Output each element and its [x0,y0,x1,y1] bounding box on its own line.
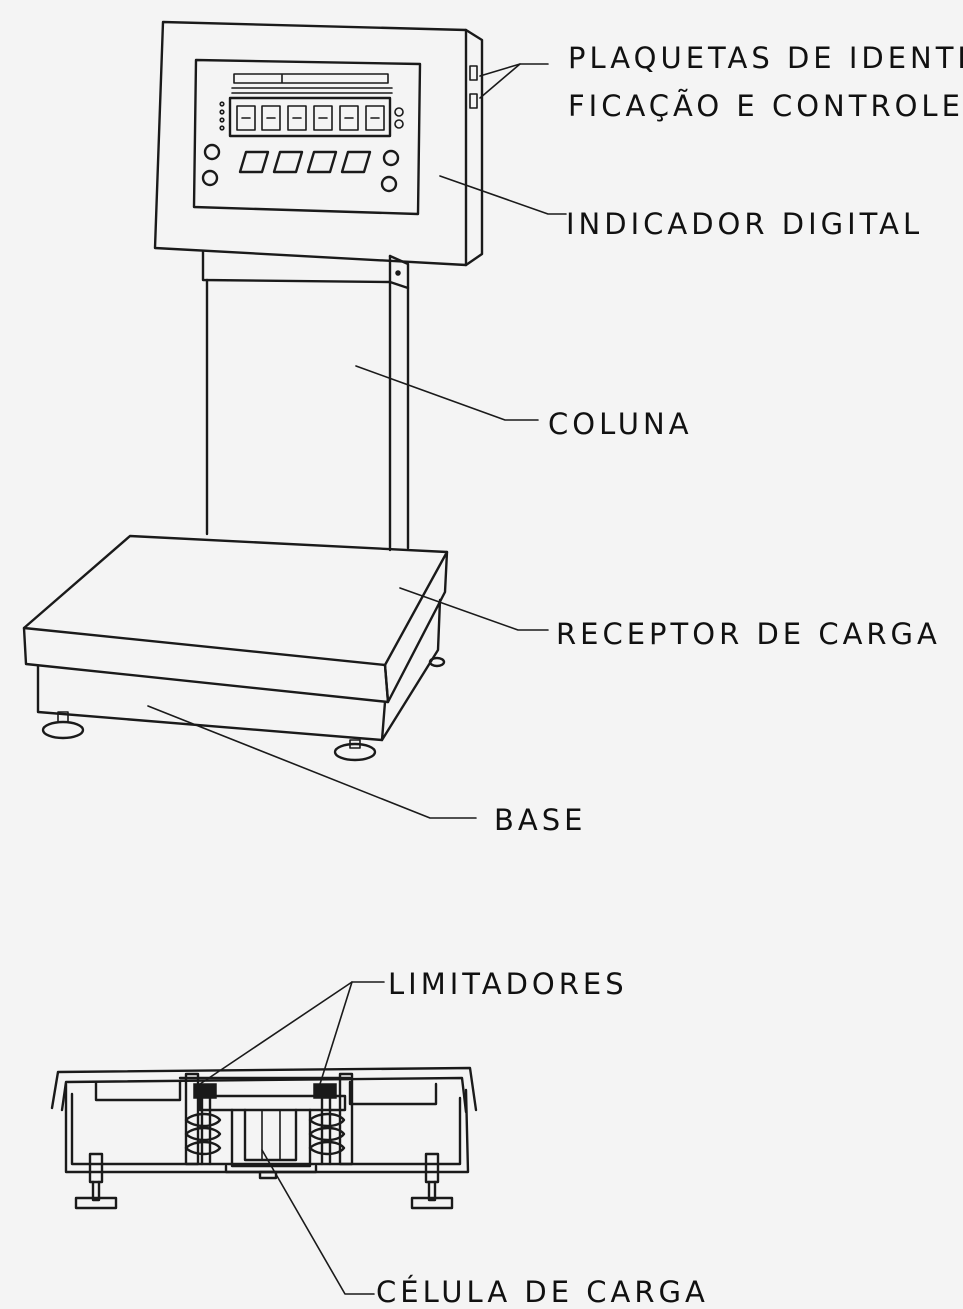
load-receiver-drawing [22,534,449,762]
label-coluna: COLUNA [548,407,693,441]
display-digits [236,105,385,131]
label-receptor: RECEPTOR DE CARGA [556,617,941,651]
digital-indicator-drawing [153,20,484,267]
label-indicador: INDICADOR DIGITAL [566,207,924,241]
label-plaquetas-line1: PLAQUETAS DE IDENTI- [568,41,963,75]
keypad-keys [238,150,372,174]
label-limitadores: LIMITADORES [388,967,628,1001]
section-feet [74,1152,454,1210]
left-limiter [184,1072,222,1166]
leader-lines [147,63,567,1295]
right-limiter [308,1072,354,1166]
leveling-feet [41,656,446,762]
label-celula: CÉLULA DE CARGA [376,1275,709,1309]
label-plaquetas-line2: FICAÇÃO E CONTROLE [568,89,963,123]
label-base: BASE [494,803,587,837]
cross-section-drawing [50,1066,478,1210]
column-drawing [201,250,410,552]
